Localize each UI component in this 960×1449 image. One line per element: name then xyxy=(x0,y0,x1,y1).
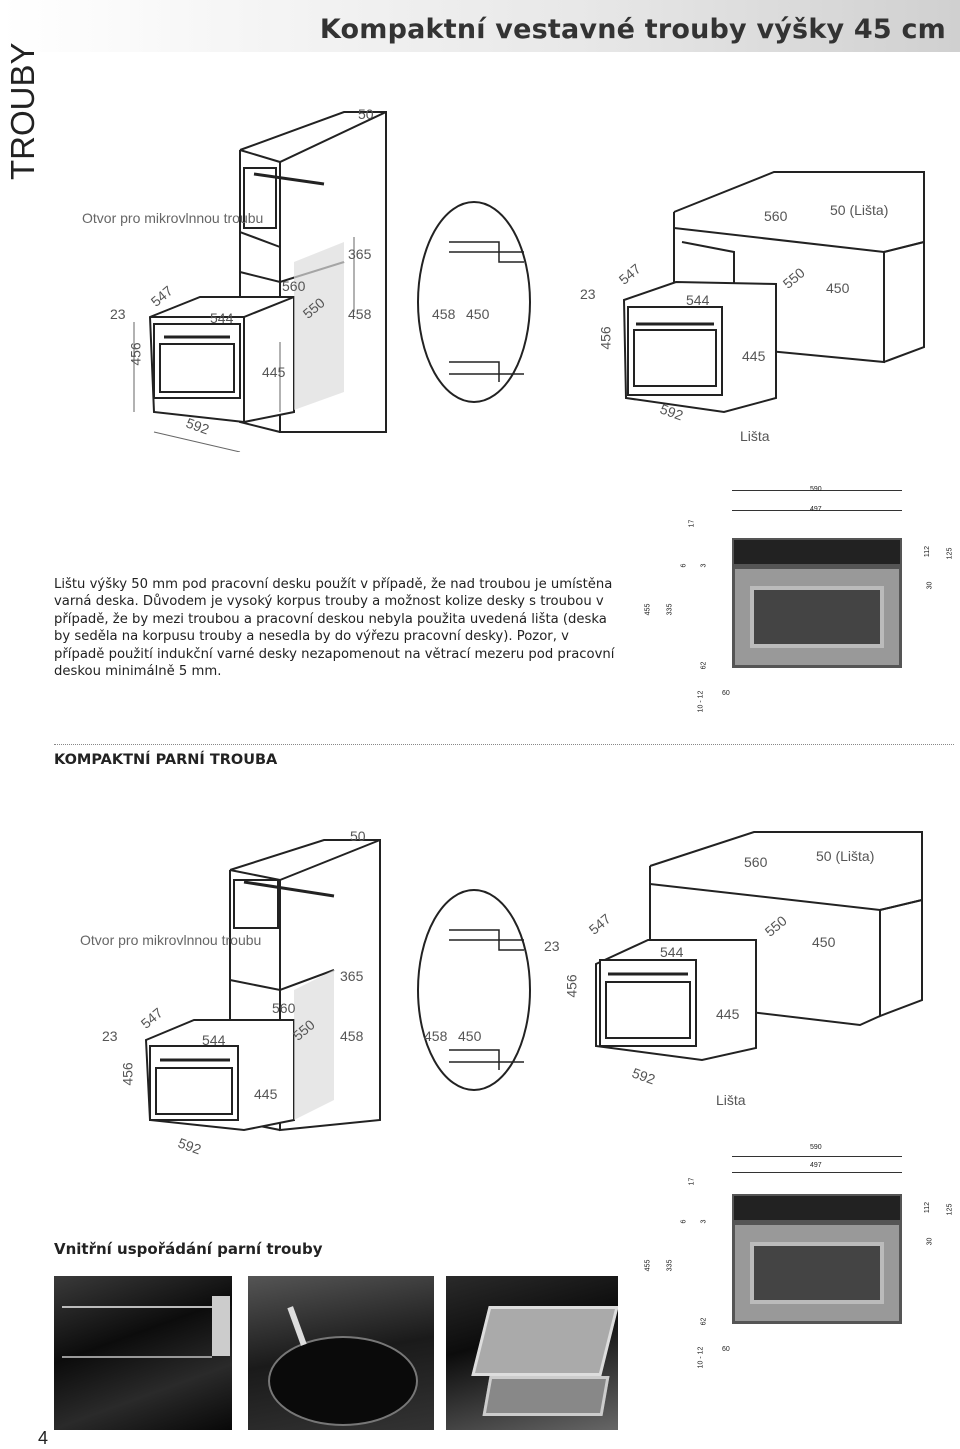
fv2-dim-335: 335 xyxy=(666,1259,674,1272)
uc2-dim-560: 560 xyxy=(744,854,768,870)
page-title: Kompaktní vestavné trouby výšky 45 cm xyxy=(319,14,946,45)
interior-photo-2 xyxy=(248,1276,434,1430)
front-view-2: 590 497 17 6 3 112 125 30 455 335 62 10 … xyxy=(640,1142,960,1372)
dim2-560: 560 xyxy=(272,1000,296,1016)
interior-photo-1 xyxy=(54,1276,232,1430)
fv2-dim-455: 455 xyxy=(644,1259,652,1272)
installation-diagram-2 xyxy=(144,831,923,1132)
dim2-456: 456 xyxy=(119,1062,136,1086)
fv2-dim-125: 125 xyxy=(946,1203,954,1216)
oven-window-2 xyxy=(750,1242,884,1304)
uc-dim-544: 544 xyxy=(686,292,710,308)
fv1-dim-30: 30 xyxy=(926,581,934,590)
dim2-458: 458 xyxy=(340,1028,364,1044)
uc-dim-547: 547 xyxy=(615,260,644,288)
dim2-550: 550 xyxy=(289,1016,318,1044)
fv1-dim-112: 112 xyxy=(924,545,932,558)
dim-50: 50 xyxy=(358,106,374,122)
uc2-dim-547: 547 xyxy=(585,910,614,938)
diagram-2-labels: Otvor pro mikrovlnnou troubu 50 365 560 … xyxy=(0,820,960,1158)
fv2-dim-17: 17 xyxy=(688,1177,696,1186)
control-panel-2 xyxy=(732,1194,902,1222)
uc2-dim-23: 23 xyxy=(544,938,560,954)
lista-label-2: Lišta xyxy=(716,1092,746,1108)
dim-560: 560 xyxy=(282,278,306,294)
fv1-dim-60: 60 xyxy=(722,690,730,697)
uc-dim-50-lista: 50 (Lišta) xyxy=(830,202,889,218)
dim2-547: 547 xyxy=(137,1004,166,1032)
fv1-dim-17: 17 xyxy=(688,519,696,528)
uc2-dim-550: 550 xyxy=(761,912,790,940)
installation-note: Lištu výšky 50 mm pod pracovní desku pou… xyxy=(54,577,615,680)
section-title: KOMPAKTNÍ PARNÍ TROUBA xyxy=(54,752,278,768)
dim-458: 458 xyxy=(348,306,372,322)
detail2-dim-450: 450 xyxy=(458,1028,482,1044)
dim2-544: 544 xyxy=(202,1032,226,1048)
fv1-dim-455: 455 xyxy=(644,603,652,616)
microwave-opening-label-2: Otvor pro mikrovlnnou troubu xyxy=(80,932,262,948)
uc-dim-560: 560 xyxy=(764,208,788,224)
fv2-dim-3: 3 xyxy=(700,1219,708,1224)
uc-dim-592: 592 xyxy=(657,400,686,424)
fv1-dim-497: 497 xyxy=(810,506,822,513)
oven-window xyxy=(750,586,884,648)
subsection-title: Vnitřní uspořádání parní trouby xyxy=(54,1240,323,1258)
uc-dim-445: 445 xyxy=(742,348,766,364)
fv2-dim-590: 590 xyxy=(810,1144,822,1151)
uc-dim-23: 23 xyxy=(580,286,596,302)
uc-dim-550: 550 xyxy=(779,264,808,292)
fv2-dim-112: 112 xyxy=(924,1201,932,1214)
fv1-dim-6: 6 xyxy=(680,563,688,568)
control-panel xyxy=(732,538,902,566)
fv1-dim-125: 125 xyxy=(946,547,954,560)
section-divider xyxy=(54,744,954,745)
detail-dim-450: 450 xyxy=(466,306,490,322)
dim-456: 456 xyxy=(127,342,144,366)
dim-592: 592 xyxy=(183,414,212,438)
dim2-23: 23 xyxy=(102,1028,118,1044)
fv2-dim-30: 30 xyxy=(926,1237,934,1246)
uc2-dim-456: 456 xyxy=(563,974,580,998)
fv1-dim-590: 590 xyxy=(810,486,822,493)
dim2-50: 50 xyxy=(350,828,366,844)
uc-dim-450: 450 xyxy=(826,280,850,296)
dim-445: 445 xyxy=(262,364,286,380)
dim-547: 547 xyxy=(147,282,176,310)
diagram-1-labels: Otvor pro mikrovlnnou troubu 50 365 560 … xyxy=(0,0,960,460)
fv2-dim-62: 62 xyxy=(700,1317,708,1326)
fv2-dim-60: 60 xyxy=(722,1346,730,1353)
lista-label: Lišta xyxy=(740,428,770,444)
fv2-dim-497: 497 xyxy=(810,1162,822,1169)
fv1-dim-3: 3 xyxy=(700,563,708,568)
fv1-dim-335: 335 xyxy=(666,603,674,616)
interior-photo-3 xyxy=(446,1276,618,1430)
uc2-dim-50-lista: 50 (Lišta) xyxy=(816,848,875,864)
fv1-dim-10-12: 10 - 12 xyxy=(697,690,705,713)
dim2-365: 365 xyxy=(340,968,364,984)
front-view-1: 590 497 17 6 3 112 125 30 455 335 62 10 … xyxy=(640,486,960,716)
dim-365: 365 xyxy=(348,246,372,262)
fv2-dim-6: 6 xyxy=(680,1219,688,1224)
uc2-dim-445: 445 xyxy=(716,1006,740,1022)
fv2-dim-10-12: 10 - 12 xyxy=(697,1346,705,1369)
page-number: 4 xyxy=(38,1428,49,1448)
dim2-592: 592 xyxy=(175,1134,204,1158)
uc2-dim-592: 592 xyxy=(629,1064,658,1088)
installation-diagram-1 xyxy=(133,111,925,452)
uc2-dim-450: 450 xyxy=(812,934,836,950)
microwave-opening-label: Otvor pro mikrovlnnou troubu xyxy=(82,210,264,226)
dim-544: 544 xyxy=(210,310,234,326)
dim2-445: 445 xyxy=(254,1086,278,1102)
detail-dim-458: 458 xyxy=(432,306,456,322)
dim-23: 23 xyxy=(110,306,126,322)
fv1-dim-62: 62 xyxy=(700,661,708,670)
uc-dim-456: 456 xyxy=(597,326,614,350)
detail2-dim-458: 458 xyxy=(424,1028,448,1044)
dim-550: 550 xyxy=(299,294,328,322)
header-bar xyxy=(0,0,960,52)
uc2-dim-544: 544 xyxy=(660,944,684,960)
